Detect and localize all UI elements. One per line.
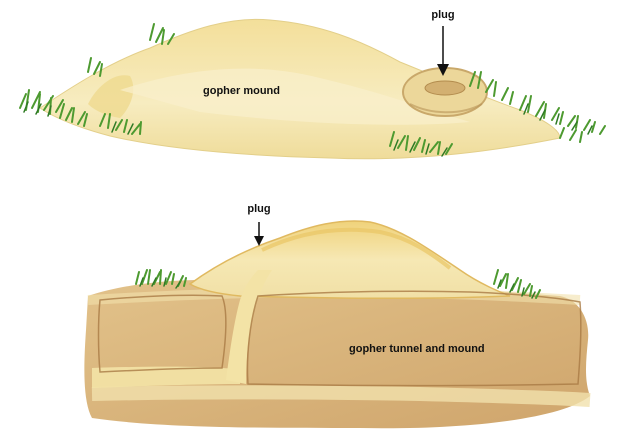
top-mound-illustration: plug gopher mound [20,9,605,159]
bottom-plug-arrow [254,222,264,246]
top-plug [425,81,465,95]
bottom-mound [190,221,510,298]
top-mound-label: gopher mound [203,85,280,97]
bottom-plug-label: plug [247,203,270,215]
top-plug-label: plug [431,9,454,21]
bottom-tunnel-illustration: plug gopher tunnel and mound [84,203,590,428]
bottom-tunnel-label: gopher tunnel and mound [349,343,485,355]
